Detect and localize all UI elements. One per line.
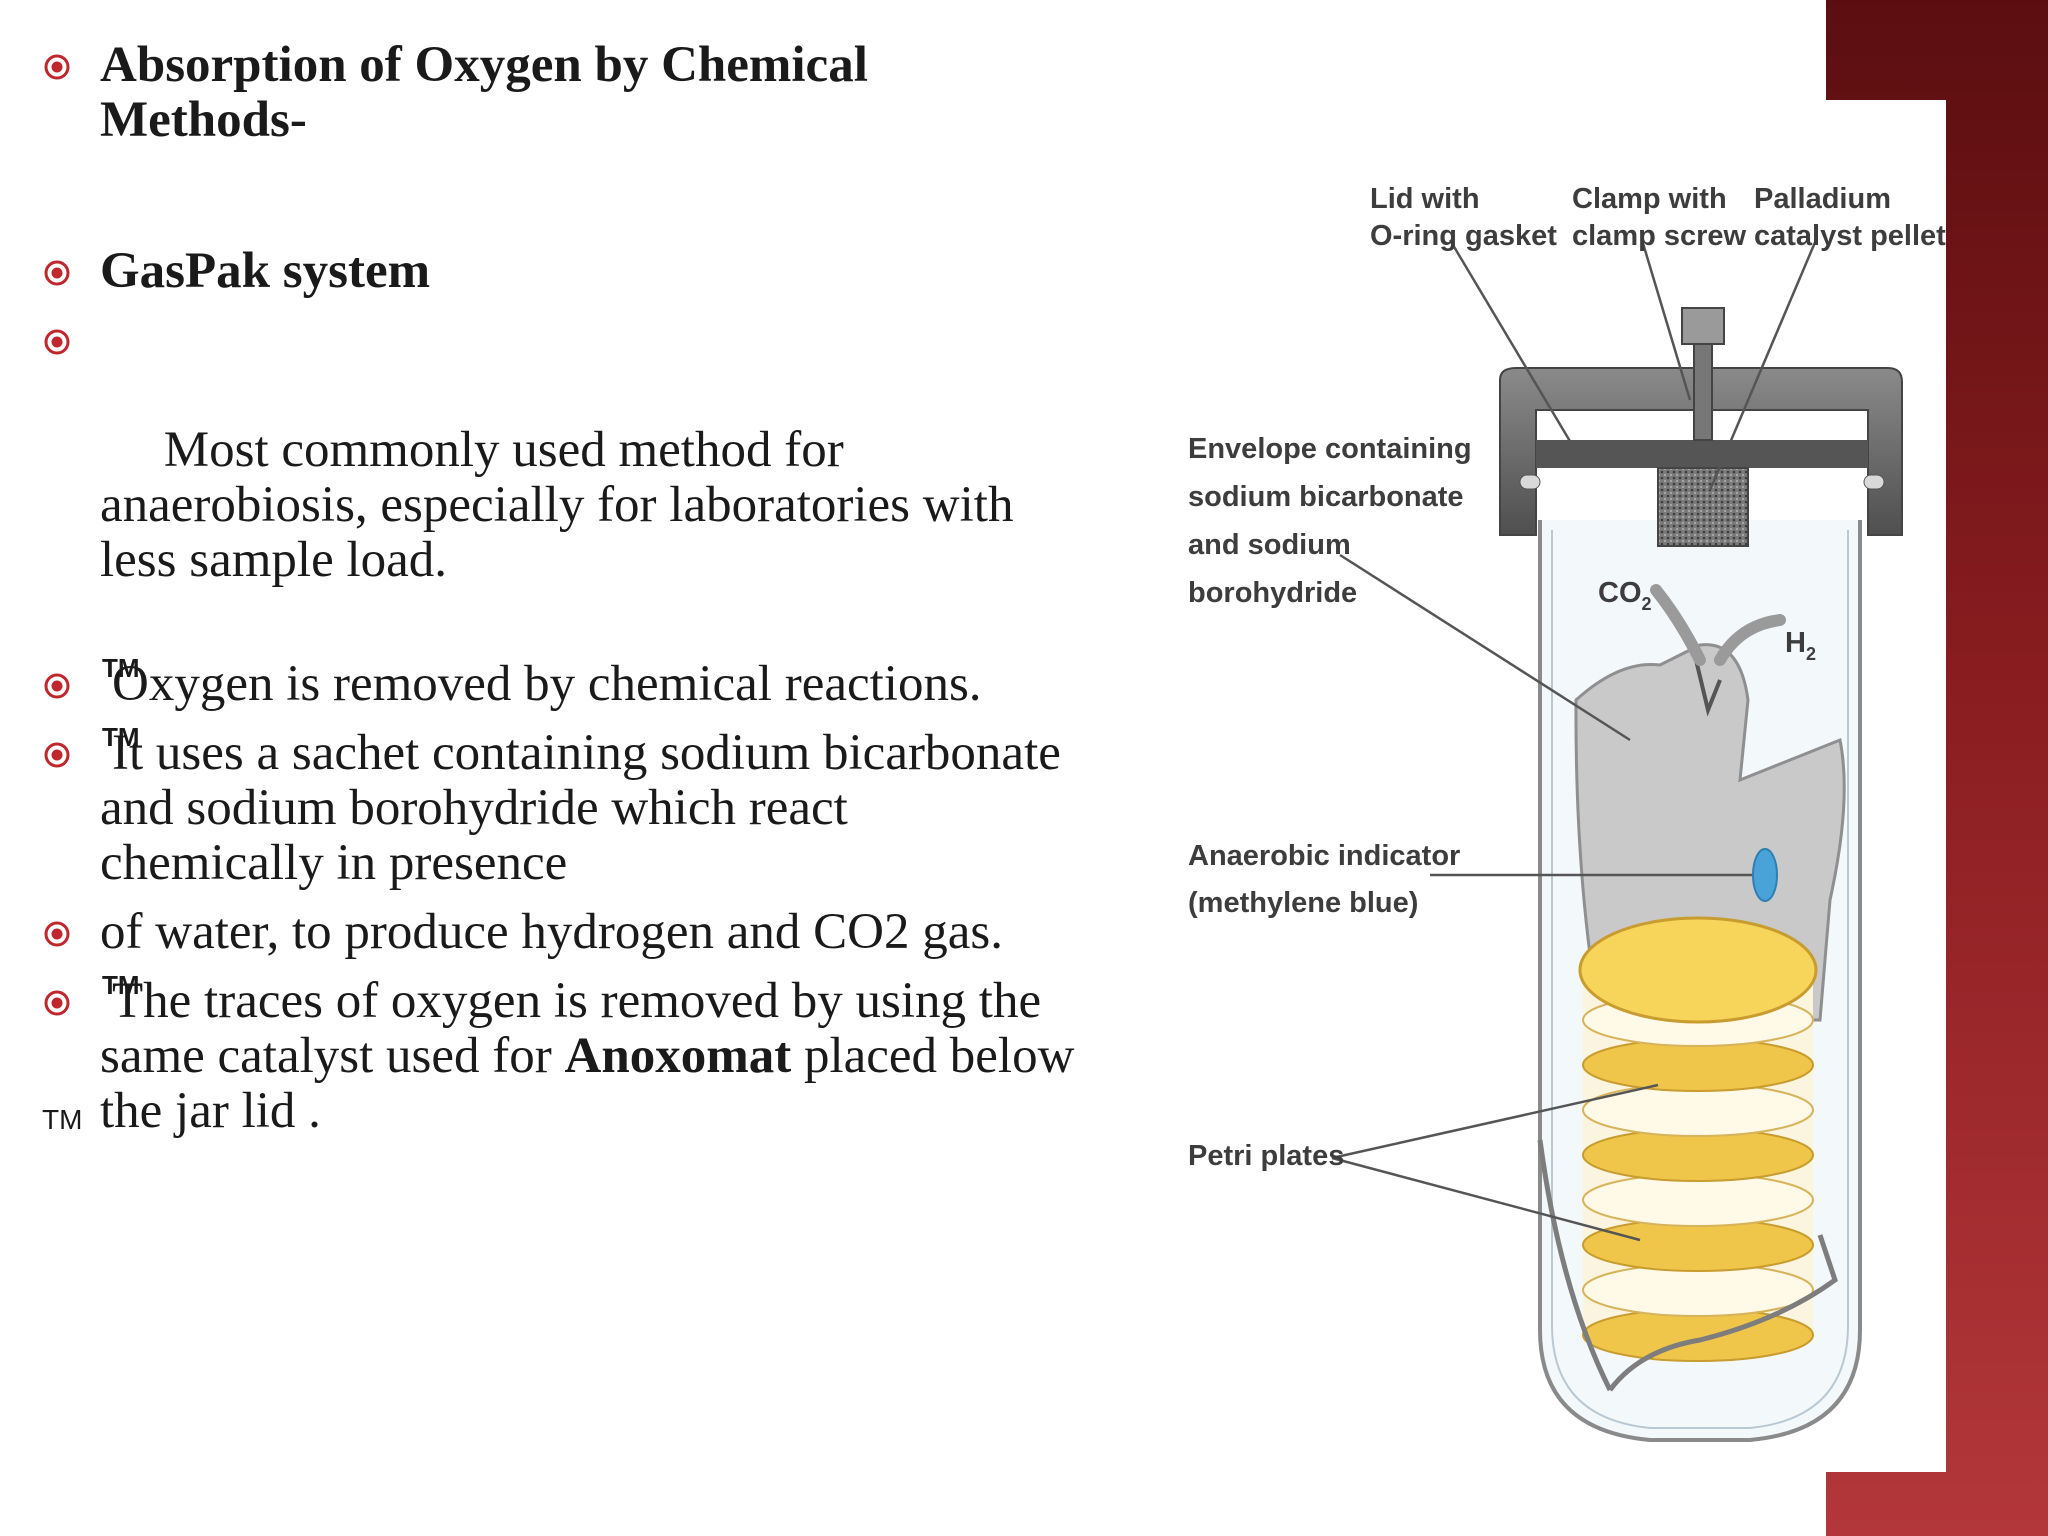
label-h2: H2 — [1785, 627, 1816, 664]
label-lid-2: O-ring gasket — [1370, 220, 1557, 252]
circled-dot-icon — [44, 921, 70, 947]
circled-dot-icon — [44, 54, 70, 80]
label-palladium-2: catalyst pellets — [1754, 220, 1946, 252]
circled-dot-icon — [44, 329, 70, 355]
label-h2-sub: 2 — [1806, 644, 1816, 664]
label-envelope-3: and sodium — [1188, 529, 1351, 561]
bullet-text: placed below the jar lid . — [100, 1028, 1075, 1139]
tm-mark: TM — [102, 970, 140, 1000]
leader-lines — [1331, 239, 1818, 1242]
label-clamp-1: Clamp with — [1572, 183, 1727, 215]
clamp-screw-head — [1681, 307, 1725, 345]
circled-dot-icon — [44, 260, 70, 286]
bullet-sachet: TM It uses a sachet containing sodium bi… — [36, 722, 1076, 891]
gaspak-jar-diagram: Lid with O-ring gasket Clamp with clamp … — [1188, 183, 1946, 1442]
label-petri: Petri plates — [1188, 1140, 1344, 1172]
jar-lid — [1499, 367, 1903, 536]
label-envelope-1: Envelope containing — [1188, 433, 1472, 465]
bullet-traces: TM The traces of oxygen is removed by us… — [36, 970, 1076, 1139]
bullet-list: Absorption of Oxygen by Chemical Methods… — [36, 38, 1076, 1139]
bullet-oxygen-removed: TM Oxygen is removed by chemical reactio… — [36, 653, 1076, 712]
label-palladium-1: Palladium — [1754, 183, 1891, 215]
sachet-tear — [1694, 659, 1722, 717]
label-indicator-1: Anaerobic indicator — [1188, 840, 1460, 872]
tm-mark: TM — [102, 653, 140, 683]
circled-dot-icon — [44, 673, 70, 699]
o-ring-right — [1863, 474, 1885, 490]
co2-arrow — [1650, 584, 1706, 666]
lid-plate — [1536, 440, 1868, 468]
label-envelope-2: sodium bicarbonate — [1188, 481, 1464, 513]
bullet-text: Oxygen is removed by chemical reactions. — [112, 656, 982, 712]
o-ring-left — [1519, 474, 1541, 490]
label-h2-main: H — [1785, 627, 1806, 659]
label-co2-main: CO — [1598, 577, 1642, 609]
bullet-gaspak: GasPak system — [36, 244, 1076, 299]
bullet-text: of water, to produce hydrogen and CO2 ga… — [100, 904, 1003, 960]
label-co2: CO2 — [1598, 577, 1652, 614]
bullet-text-bold: Anoxomat — [564, 1028, 792, 1084]
footer-tm-mark: TM — [42, 1104, 83, 1135]
label-co2-sub: 2 — [1642, 594, 1652, 614]
label-indicator-2: (methylene blue) — [1188, 887, 1418, 919]
plate-rack-wire — [1537, 1139, 1838, 1392]
jar-inner-outline — [1551, 530, 1849, 1429]
catalyst-pellets — [1657, 467, 1749, 547]
indicator-strip — [1752, 848, 1778, 902]
bullet-text: It uses a sachet containing sodium bicar… — [100, 725, 1061, 891]
circled-dot-icon — [44, 742, 70, 768]
circled-dot-icon — [44, 990, 70, 1016]
clamp-screw-shaft — [1693, 343, 1713, 441]
bullet-method: Most commonly used method for anaerobios… — [36, 313, 1076, 643]
bullet-heading: Absorption of Oxygen by Chemical Methods… — [36, 38, 1076, 148]
label-lid-1: Lid with — [1370, 183, 1480, 215]
bullet-text: The traces of oxygen is removed by using… — [100, 973, 1042, 1084]
bullet-water: of water, to produce hydrogen and CO2 ga… — [36, 905, 1076, 960]
petri-plates-stack — [1578, 916, 1818, 1362]
bullet-text: Most commonly used method for anaerobios… — [100, 422, 1027, 588]
tm-mark: TM — [102, 722, 140, 752]
bullet-text: GasPak system — [100, 243, 431, 299]
label-envelope-4: borohydride — [1188, 577, 1357, 609]
h2-arrow — [1714, 614, 1786, 666]
label-clamp-2: clamp screw — [1572, 220, 1747, 252]
heading-text: Absorption of Oxygen by Chemical Methods… — [100, 37, 868, 148]
